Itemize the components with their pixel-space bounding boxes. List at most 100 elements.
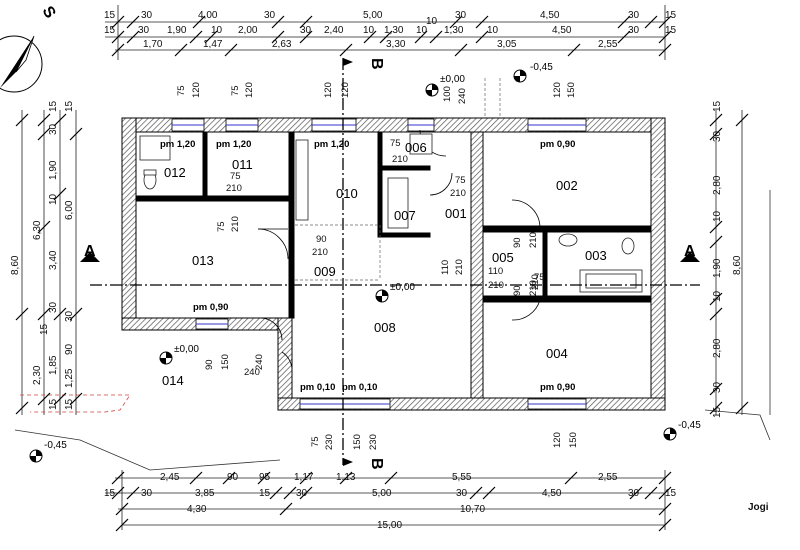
room-002-area: pm 0,90 <box>540 139 575 150</box>
dim-right: 10 <box>712 290 723 302</box>
dim-bottom-1: 2,45 <box>160 472 180 483</box>
dim-left-mid: 15 <box>48 100 59 112</box>
room-014-op: 150 <box>220 354 231 370</box>
dim-left-total: 8,60 <box>10 255 21 275</box>
bottom-opening-dims: 75 230 150 230 120 150 <box>310 432 579 450</box>
windows <box>171 118 664 410</box>
dim-bottom-3: 10,70 <box>460 504 485 515</box>
room-008-op: 210 <box>488 280 504 291</box>
bottom-dimensions: 2,45 90 95 1,17 1,13 5,55 2,55 15 30 3,8… <box>104 472 677 531</box>
room-001-label: 001 <box>445 206 467 221</box>
dim-bottom-1: 5,55 <box>452 472 472 483</box>
level-marker-icon <box>375 289 389 303</box>
dim-bottom-3: 4,30 <box>187 504 207 515</box>
dim-left-inner: 15 <box>64 398 75 410</box>
dim-top-2: 10 <box>211 25 223 36</box>
dim-bottom-1: 95 <box>259 472 271 483</box>
dim-left-mid: 15 <box>39 323 50 335</box>
opening-top: 120 <box>244 82 255 98</box>
room-014-op: 90 <box>204 359 215 370</box>
dim-bottom-1: 90 <box>227 472 239 483</box>
dim-bottom-2: 30 <box>628 488 640 499</box>
opening-top: 75 <box>176 85 187 96</box>
dim-top-3: 3,30 <box>386 39 406 50</box>
dim-bottom-2: 30 <box>456 488 468 499</box>
dim-left-mid: 10 <box>48 193 59 205</box>
level-marker-icon <box>29 449 43 463</box>
room-012-area: pm 1,20 <box>160 139 195 150</box>
dim-right: 15 <box>712 100 723 112</box>
room-010-area: pm 1,20 <box>314 139 349 150</box>
section-lines <box>90 58 700 465</box>
dim-top-3: 3,05 <box>497 39 517 50</box>
room-002-label: 002 <box>556 178 578 193</box>
dim-left-inner: 1,25 <box>64 368 75 388</box>
room-013-op: 210 <box>230 216 241 232</box>
level-label: ±0,00 <box>390 282 415 293</box>
room-010-label: 010 <box>336 186 358 201</box>
dim-bottom-2: 5,00 <box>372 488 392 499</box>
dim-left-outer: 2,30 <box>32 365 43 385</box>
dim-left-mid: 1,85 <box>48 355 59 375</box>
dim-top-1: 15 <box>104 10 116 21</box>
opening-misc: pm 0,10 <box>342 382 377 393</box>
section-markers: A A B B <box>80 58 700 470</box>
section-arrow-icon <box>343 58 353 66</box>
room-003-label: 003 <box>585 248 607 263</box>
level-label: ±0,00 <box>174 344 199 355</box>
opening-misc: 90 <box>512 285 523 296</box>
top-opening-dims: 75 120 75 120 120 120 100 240 120 150 <box>176 82 577 104</box>
dim-right-total: 8,60 <box>732 255 743 275</box>
room-005-op: 210 <box>528 232 539 248</box>
level-label: ±0,00 <box>440 74 465 85</box>
section-arrow-icon <box>80 252 100 262</box>
compass-needle-icon <box>0 36 34 88</box>
level-label: -0,45 <box>530 62 553 73</box>
room-014-label: 014 <box>162 373 184 388</box>
level-label: -0,45 <box>44 440 67 451</box>
level-marker-icon <box>425 83 439 97</box>
room-009-label: 009 <box>314 264 336 279</box>
level-marker-icon <box>513 69 527 83</box>
section-arrow-icon <box>343 458 353 466</box>
dim-bottom-2: 3,85 <box>195 488 215 499</box>
dim-bottom-2: 4,50 <box>542 488 562 499</box>
room-013-op: 75 <box>216 221 227 232</box>
room-006-label: 006 <box>405 140 427 155</box>
opening-top: 120 <box>323 82 334 98</box>
dim-bottom-2: 30 <box>141 488 153 499</box>
dim-left-mid: 3,40 <box>48 250 59 270</box>
dim-right: 2,80 <box>712 175 723 195</box>
dim-top-2: 15 <box>665 25 677 36</box>
section-b-top: B <box>368 58 385 70</box>
opening-bottom: 120 <box>552 432 563 448</box>
room-003-op: 75 <box>534 272 545 283</box>
opening-top: 100 <box>442 86 453 102</box>
room-008-op: 110 <box>488 266 503 277</box>
opening-top: 75 <box>230 85 241 96</box>
dim-bottom-total: 15,00 <box>377 520 402 531</box>
room-008-label: 008 <box>374 320 396 335</box>
dim-left-mid: 30 <box>48 123 59 135</box>
section-b-bottom: B <box>368 458 385 470</box>
dim-top-2: 1,30 <box>444 25 464 36</box>
dim-top-1: 30 <box>628 10 640 21</box>
dim-top-1: 30 <box>141 10 153 21</box>
dim-right: 10 <box>712 210 723 222</box>
dim-top-2: 1,30 <box>384 25 404 36</box>
dim-bottom-1: 2,55 <box>598 472 618 483</box>
entry-lines <box>295 78 501 281</box>
opening-misc: 210 <box>454 259 465 275</box>
opening-bottom: 230 <box>324 434 335 450</box>
opening-bottom: 75 <box>310 436 321 447</box>
north-arrow: S <box>0 4 59 93</box>
opening-bottom: 150 <box>568 432 579 448</box>
opening-top: 120 <box>191 82 202 98</box>
room-001-op: 210 <box>450 188 466 199</box>
room-labels: pm 1,20 011 75 210 pm 1,20 012 pm 1,20 0… <box>160 138 607 393</box>
room-014-op: 240 <box>244 367 260 378</box>
dim-bottom-2: 15 <box>665 488 677 499</box>
opening-top: 150 <box>566 82 577 98</box>
room-001-op: 75 <box>455 175 466 186</box>
